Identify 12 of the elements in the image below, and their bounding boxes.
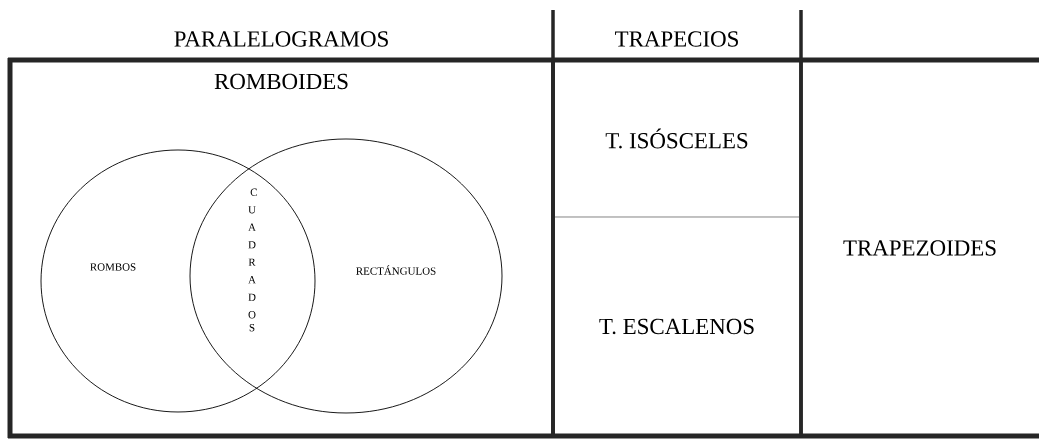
cell-label: T. ISÓSCELES [605, 128, 748, 149]
set-label: ROMBOS [90, 263, 136, 271]
cell-label: T. ESCALENOS [599, 318, 754, 335]
venn-circle [40, 149, 316, 413]
column-heading: PARALELOGRAMOS [174, 31, 388, 47]
venn-circle [189, 138, 503, 414]
region-label: ROMBOIDES [214, 73, 348, 90]
column-heading: TRAPECIOS [615, 31, 738, 47]
vertical-label: CUADRADOS [248, 188, 257, 332]
set-label: RECTÁNGULOS [356, 265, 436, 275]
cell-label: TRAPEZOIDES [843, 240, 996, 256]
table-column [551, 31, 803, 438]
